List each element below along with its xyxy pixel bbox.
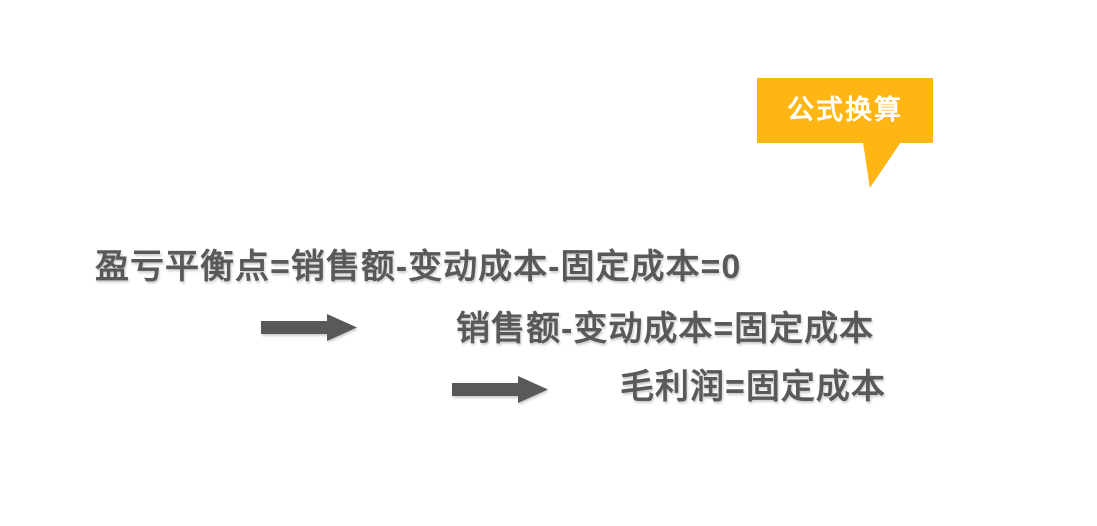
callout-label: 公式换算 [787, 95, 903, 125]
formula-conversion-callout: 公式换算 [757, 78, 933, 143]
formula-breakeven: 盈亏平衡点=销售额-变动成本-固定成本=0 [95, 248, 742, 286]
formula-step2: 销售额-变动成本=固定成本 [456, 310, 875, 348]
right-block-arrow-icon [261, 314, 357, 341]
right-block-arrow-icon [452, 376, 548, 403]
callout-tail [863, 142, 901, 188]
formula-step3: 毛利润=固定成本 [620, 368, 886, 406]
